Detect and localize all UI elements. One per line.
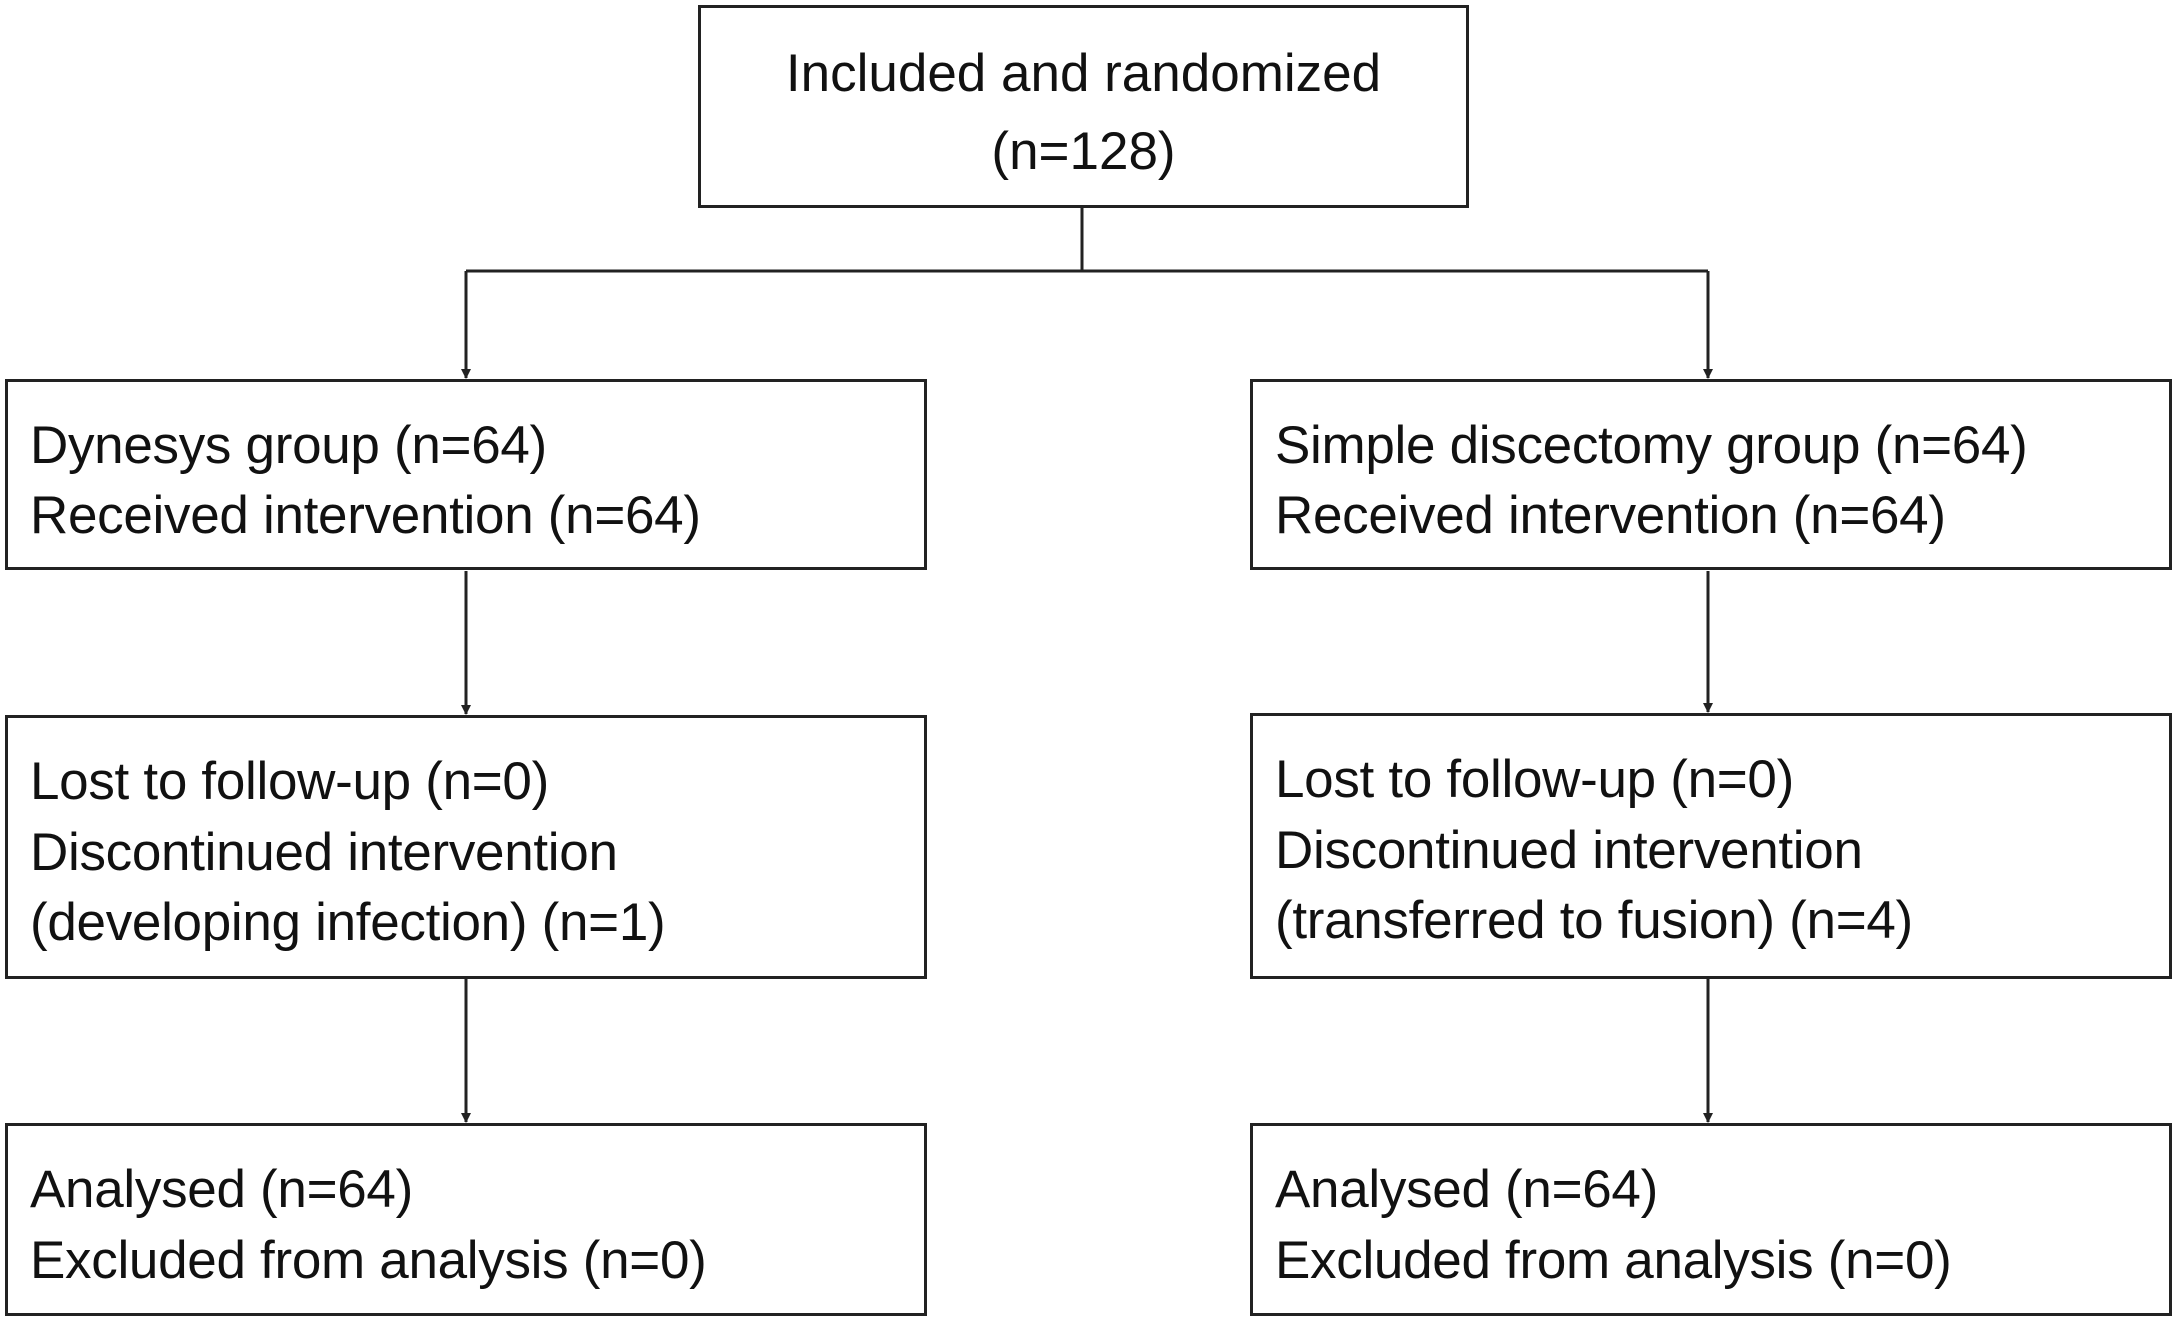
dynesys-group-label: Dynesys group (n=64) [30,416,547,475]
discectomy-received-intervention: Received intervention (n=64) [1275,486,1946,545]
discectomy-discontinued-reason: (transferred to fusion) (n=4) [1275,891,1913,950]
discectomy-followup-box: Lost to follow-up (n=0) Discontinued int… [1250,713,2172,979]
discectomy-group-label: Simple discectomy group (n=64) [1275,416,2028,475]
included-randomized-count: (n=128) [991,122,1176,181]
discectomy-analysis-box: Analysed (n=64) Excluded from analysis (… [1250,1123,2172,1316]
dynesys-analysis-box: Analysed (n=64) Excluded from analysis (… [5,1123,927,1316]
dynesys-analysed: Analysed (n=64) [30,1160,413,1219]
discectomy-discontinued-intervention: Discontinued intervention [1275,821,1863,880]
discectomy-analysed: Analysed (n=64) [1275,1160,1658,1219]
included-randomized-box: Included and randomized (n=128) [698,5,1469,208]
dynesys-excluded-from-analysis: Excluded from analysis (n=0) [30,1231,707,1290]
discectomy-group-box: Simple discectomy group (n=64) Received … [1250,379,2172,570]
dynesys-discontinued-reason: (developing infection) (n=1) [30,893,666,952]
discectomy-lost-to-followup: Lost to follow-up (n=0) [1275,750,1794,809]
dynesys-received-intervention: Received intervention (n=64) [30,486,701,545]
dynesys-group-box: Dynesys group (n=64) Received interventi… [5,379,927,570]
dynesys-followup-box: Lost to follow-up (n=0) Discontinued int… [5,715,927,979]
dynesys-discontinued-intervention: Discontinued intervention [30,823,618,882]
dynesys-lost-to-followup: Lost to follow-up (n=0) [30,752,549,811]
included-randomized-label: Included and randomized [785,44,1382,103]
discectomy-excluded-from-analysis: Excluded from analysis (n=0) [1275,1231,1952,1290]
